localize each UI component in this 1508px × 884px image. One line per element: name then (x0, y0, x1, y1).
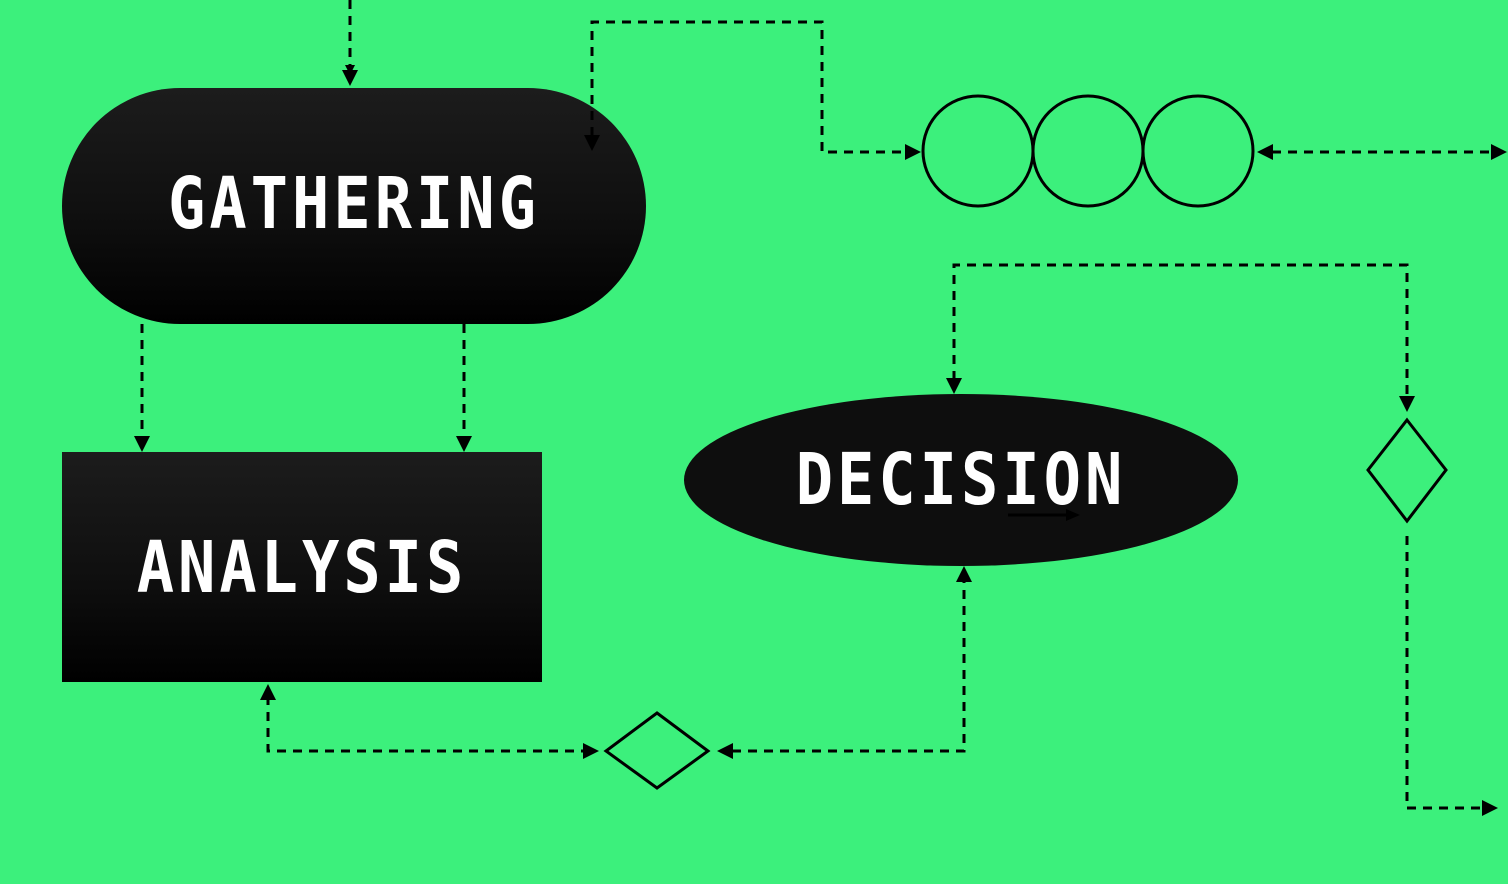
edge-diamond-right-out (1405, 536, 1482, 810)
edge-gathering-to-circles (590, 20, 908, 154)
circle-1 (921, 94, 1035, 208)
gathering-node (62, 88, 646, 324)
edge-decision-diamond-loop (952, 263, 1409, 396)
analysis-label: ANALYSIS (136, 525, 468, 610)
circle-3 (1141, 94, 1255, 208)
edge-diamond-decision (732, 582, 966, 753)
diamond-right (1366, 417, 1448, 524)
decision-node (684, 394, 1238, 566)
circle-chain (921, 94, 1255, 208)
analysis-node (62, 452, 542, 682)
gathering-label: GATHERING (168, 161, 540, 246)
circle-2 (1031, 94, 1145, 208)
decision-label: DECISION (795, 437, 1127, 522)
edge-diamond-analysis (266, 700, 590, 753)
diamond-bottom (603, 711, 711, 790)
arrowheads (134, 70, 1507, 816)
